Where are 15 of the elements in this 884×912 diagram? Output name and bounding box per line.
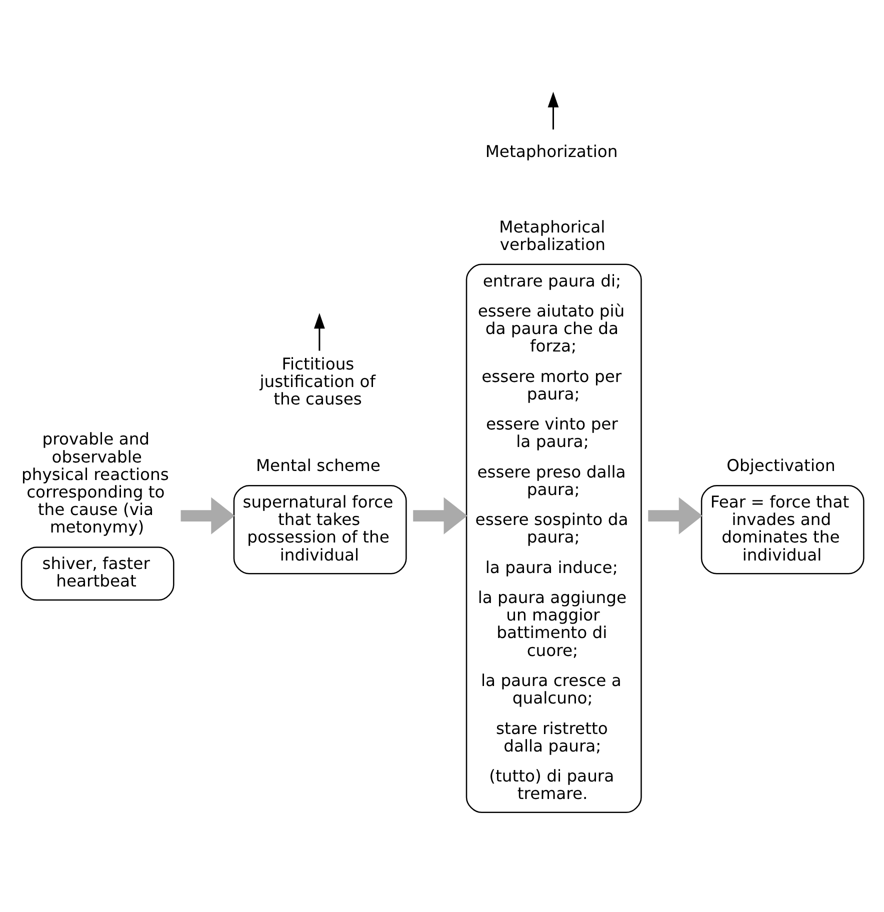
- node-box: entrare paura di; essere aiutato più da paura che da forza; essere morto per paura; essere vinto per la paura; essere preso dalla paura; essere sospinto da paura; la paura induce; la paura aggiunge un maggior battimento di cuore; la paura cresce a qualcuno; stare ristretto dalla paura; (tutto) di paura tremare.: [466, 263, 642, 813]
- node-text: Fictitious justification of the causes: [260, 354, 376, 408]
- arrow: [180, 496, 235, 534]
- node-box: Fear = force that invades and dominates the individual: [700, 484, 864, 574]
- node-label: Mental scheme: [256, 456, 380, 475]
- node-box: shiver, faster heartbeat: [20, 546, 174, 600]
- arrow: [648, 496, 702, 534]
- arrow: [314, 312, 325, 350]
- node-label: Objectivation: [726, 456, 836, 475]
- node-label: provable and observable physical reactions corresponding to the cause (via metonymy): [22, 429, 169, 536]
- node-box: supernatural force that takes possession of the individual: [233, 484, 407, 574]
- arrow: [548, 91, 559, 129]
- node-label: Metaphorical verbalization: [499, 216, 606, 254]
- arrow: [413, 496, 468, 534]
- node-text: Metaphorization: [485, 141, 618, 160]
